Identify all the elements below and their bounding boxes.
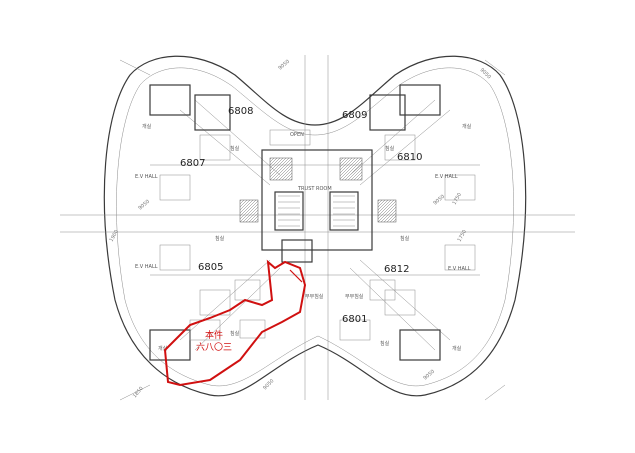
annotation-unit: 六八〇三 — [196, 341, 232, 353]
room-tag: 침실 — [230, 330, 240, 337]
core — [239, 129, 397, 263]
unit-label: 6801 — [342, 314, 367, 325]
hall-label: E.V HALL — [135, 264, 158, 270]
unit-label: 6809 — [342, 110, 367, 121]
room-tag: 개실 — [158, 345, 168, 352]
room-tag: 부부침실 — [305, 293, 324, 300]
unit-label: 6805 — [198, 262, 223, 273]
room-tag: 개실 — [142, 123, 152, 130]
room-tag: 침실 — [380, 340, 390, 347]
dimension-lines — [60, 59, 575, 401]
room-tag: 침실 — [215, 235, 225, 242]
hall-label: E.V HALL — [435, 174, 458, 180]
unit-label: 6812 — [384, 264, 409, 275]
room-blocks — [149, 84, 476, 361]
dimension-label: 1750 — [457, 229, 469, 243]
room-tag: 침실 — [230, 145, 240, 152]
wing-corridors — [110, 55, 520, 400]
dimension-label: 9050 — [262, 378, 275, 391]
unit-label: 6808 — [228, 106, 253, 117]
dimension-label: 9050 — [137, 199, 151, 212]
dimension-label: 9050 — [432, 194, 446, 207]
dimension-label: 1900 — [109, 229, 121, 243]
room-tag: 침실 — [385, 145, 395, 152]
room-tag: 개실 — [452, 345, 462, 352]
room-tag: 부부침실 — [345, 293, 364, 300]
hall-label: E.V HALL — [448, 266, 471, 272]
dimension-label: 9050 — [277, 59, 291, 72]
room-tag: 개실 — [462, 123, 472, 130]
highlight-outline — [163, 259, 307, 387]
center-label: OPEN — [290, 132, 304, 138]
dimension-label: 9050 — [422, 369, 436, 382]
dimension-label: 1850 — [132, 386, 145, 400]
unit-label: 6810 — [397, 152, 422, 163]
dimension-label: 1750 — [452, 192, 464, 206]
unit-label: 6807 — [180, 158, 205, 169]
hall-label: E.V HALL — [135, 174, 158, 180]
dimension-label: 9050 — [479, 67, 492, 80]
room-tag: 침실 — [400, 235, 410, 242]
building-outline — [103, 55, 527, 397]
room-label: TRUST ROOM — [297, 186, 332, 192]
annotation-label: 本件 — [205, 329, 223, 341]
